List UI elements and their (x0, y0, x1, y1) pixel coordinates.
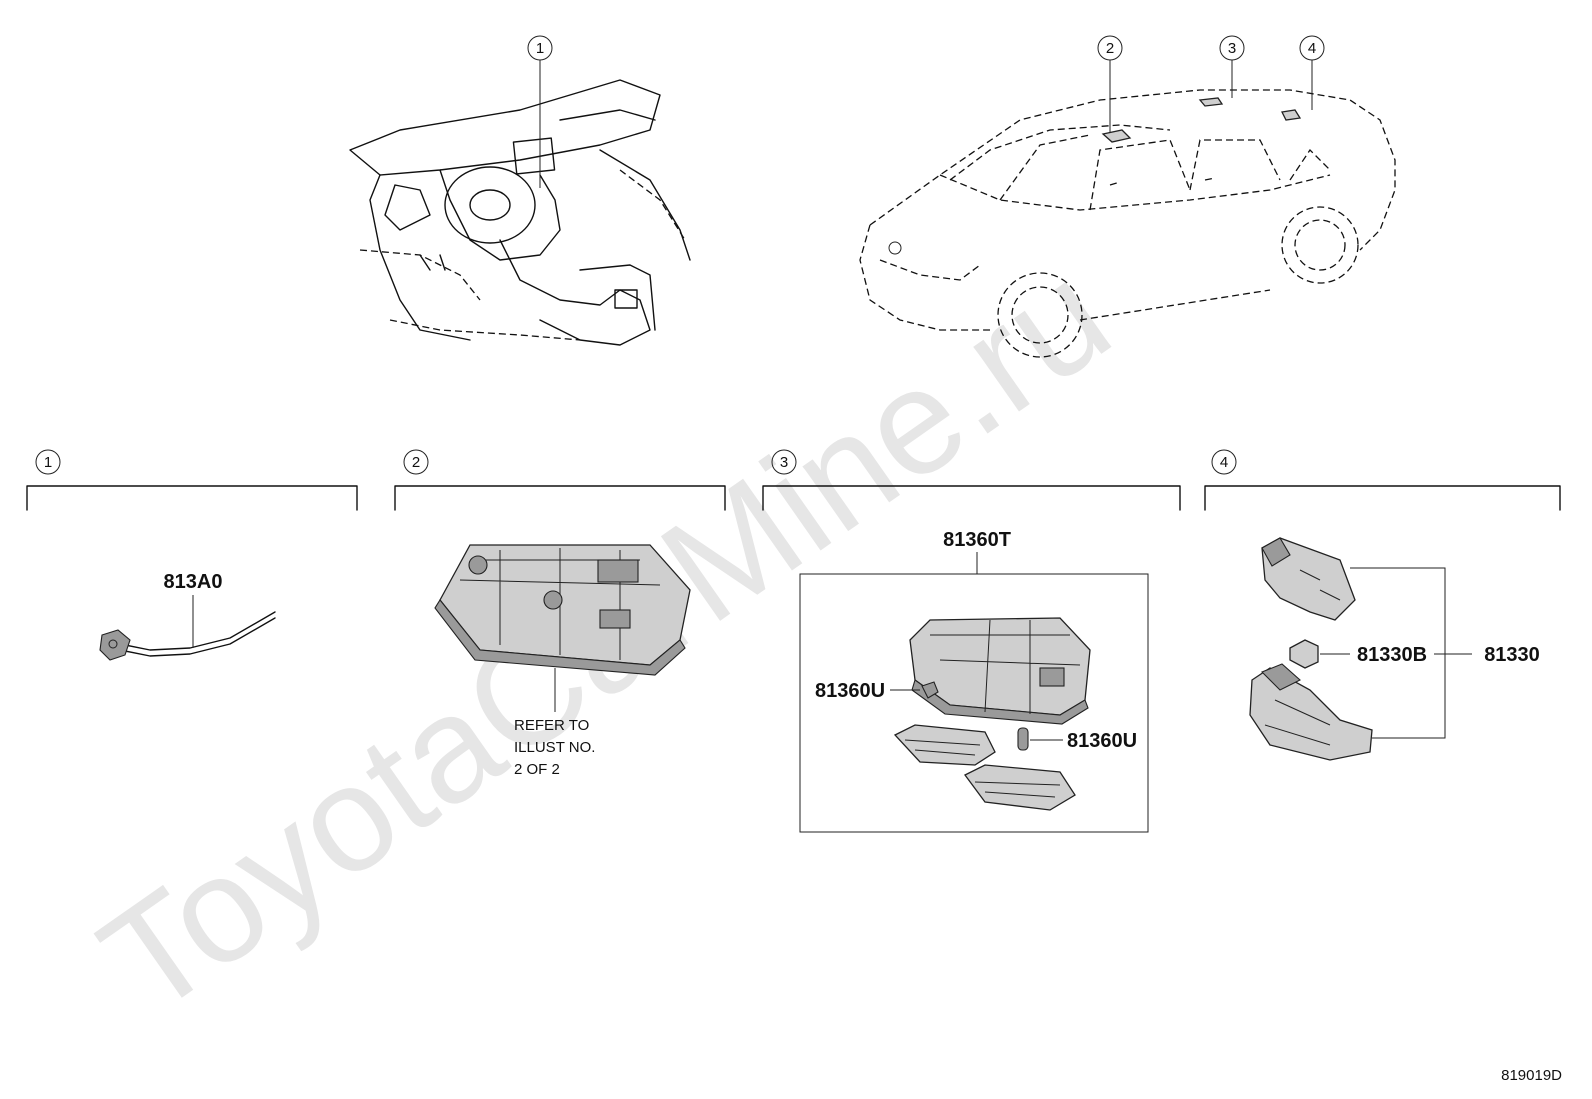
svg-text:3: 3 (780, 454, 788, 471)
figure-id: 819019D (1501, 1067, 1562, 1084)
overhead-console: REFER TO ILLUST NO. 2 OF 2 (434, 544, 691, 778)
bulb-81360U-right (1017, 727, 1029, 751)
section-header-1: 1 (26, 449, 358, 511)
section-header-3: 3 (762, 449, 1181, 511)
svg-text:1: 1 (536, 40, 544, 57)
bulb-81330B (1289, 639, 1319, 669)
svg-text:4: 4 (1220, 454, 1228, 471)
bulb-81360U-left (921, 681, 939, 699)
section-header-4: 4 (1204, 449, 1561, 511)
refer-note: REFER TO ILLUST NO. 2 OF 2 (514, 717, 595, 778)
section-header-2: 2 (394, 449, 726, 511)
label-81360U-right: 81360U (1067, 730, 1137, 752)
svg-text:4: 4 (1308, 40, 1316, 57)
label-813A0: 813A0 (164, 571, 223, 593)
svg-text:2 OF 2: 2 OF 2 (514, 761, 560, 778)
part-81330-assembly: 81330B 81330 (1249, 537, 1540, 761)
svg-text:REFER TO: REFER TO (514, 717, 589, 734)
svg-text:2: 2 (1106, 40, 1114, 57)
top-callouts: 1 2 3 4 (527, 35, 1325, 188)
svg-text:3: 3 (1228, 40, 1236, 57)
label-81360U-left: 81360U (815, 680, 885, 702)
label-81360T: 81360T (943, 529, 1011, 551)
svg-text:ILLUST NO.: ILLUST NO. (514, 739, 595, 756)
part-81360T-assembly: 81360T 81360U 81360U (799, 529, 1149, 833)
label-81330: 81330 (1484, 644, 1540, 666)
assembly-box (799, 573, 1149, 833)
svg-text:1: 1 (44, 454, 52, 471)
label-81330B: 81330B (1357, 644, 1427, 666)
car-illustration (859, 89, 1396, 358)
svg-text:2: 2 (412, 454, 420, 471)
dashboard-illustration (349, 79, 691, 346)
part-813A0: 813A0 (99, 571, 276, 661)
